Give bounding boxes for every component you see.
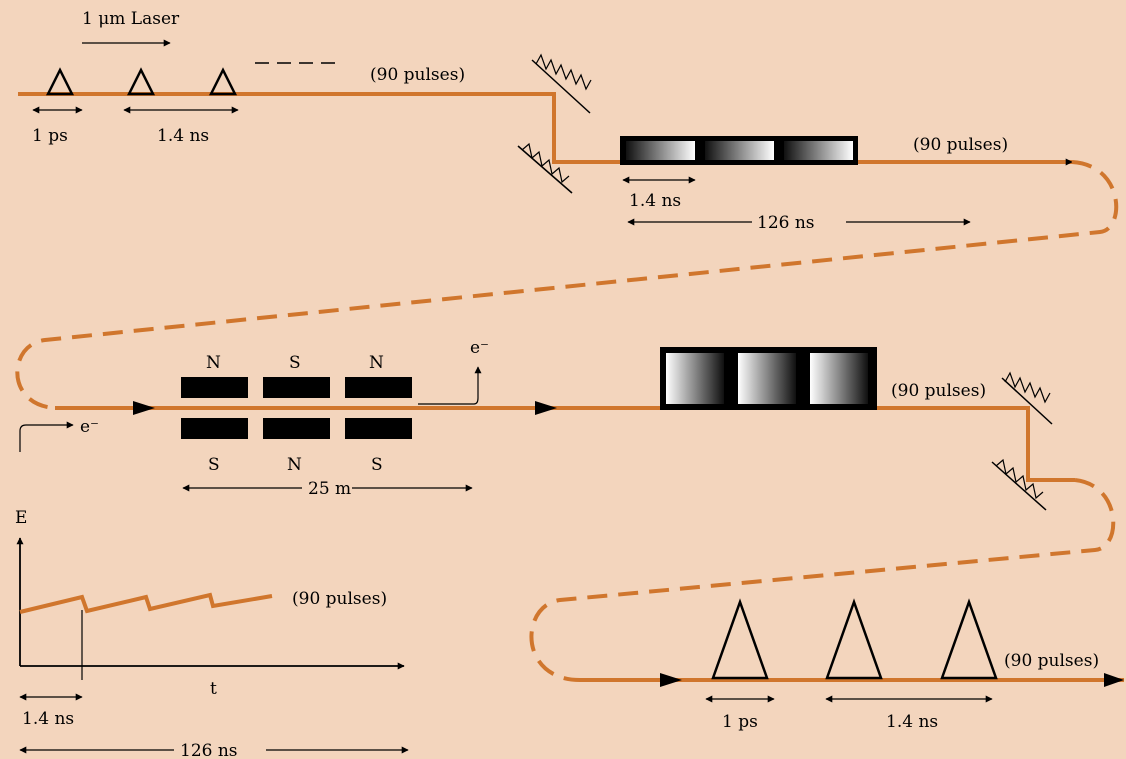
stage3-amplified-pulses: (90 pulses) [660,347,1075,482]
amplified-pulse [738,353,796,404]
amplified-pulse [666,353,724,404]
grating-teeth [521,142,570,184]
stage4-pulses-label: (90 pulses) [1004,651,1099,671]
compressed-pulse [825,598,883,680]
stage4-spacing-label: 1.4 ns [886,712,938,732]
undulator-pole-bottom: S [371,455,383,475]
undulator-magnet [181,418,248,439]
beam-direction-arrowhead [133,401,155,415]
grating-pair-1 [517,53,620,194]
amplified-pulse [810,353,868,404]
undulator-magnet [345,377,412,398]
diffraction-grating [1001,377,1053,425]
stage4-recompressed-pulses: (90 pulses) 1 ps 1.4 ns [580,598,1124,732]
beam-line-5 [877,406,1075,482]
stage4-pulse-width-label: 1 ps [722,712,758,732]
energy-sawtooth-curve [19,592,273,614]
beam-direction-arrowhead [535,401,557,415]
energy-axis-label: E [15,508,27,528]
pulse-marker [208,67,238,96]
energy-spacing-label: 1.4 ns [22,709,74,729]
undulator-pole-bottom: S [208,455,220,475]
energy-train-label: 126 ns [180,741,238,759]
grating-teeth [1004,371,1051,404]
time-axis-label: t [210,679,217,699]
grating-teeth [995,458,1044,500]
grating-pair-2 [991,371,1053,511]
electron-out-label: e⁻ [470,338,489,358]
stage1-spacing-label: 1.4 ns [157,126,209,146]
beam-line-2 [549,92,620,164]
undulator-pole-top: N [206,353,221,373]
grating-teeth [535,53,592,91]
electron-in-label: e⁻ [80,417,99,437]
dashed-beam-transport-2 [529,478,1116,682]
pulse-marker [45,67,75,96]
stage1-laser-pulses: 1 μm Laser (90 pulses) 1 ps 1.4 ns [18,9,549,146]
compressed-pulse [711,598,769,680]
stage2-pulses-label: (90 pulses) [913,135,1008,155]
undulator-section: N S N S N S e⁻ e⁻ 25 m [19,338,660,499]
beam-direction-arrowhead [1104,673,1124,687]
beam-direction-arrowhead [660,673,682,687]
stage1-pulses-label: (90 pulses) [370,65,465,85]
stage1-pulse-width-label: 1 ps [32,126,68,146]
compressed-pulse [940,598,998,680]
undulator-magnet [345,418,412,439]
undulator-magnet [263,418,330,439]
undulator-pole-top: S [289,353,301,373]
energy-time-plot: E t (90 pulses) 1.4 ns 126 ns [15,508,409,759]
stage2-stretched-pulses: (90 pulses) 1.4 ns 126 ns [620,135,1073,233]
stretched-pulse [626,141,695,160]
stretched-pulse [705,141,774,160]
diffraction-grating [517,145,573,194]
pulse-marker [126,67,156,96]
diffraction-grating [531,59,591,114]
laser-label: 1 μm Laser [82,9,180,29]
energy-pulses-label: (90 pulses) [292,589,387,609]
stretched-pulse [784,141,853,160]
electron-exit-arrow [418,366,482,405]
undulator-length-label: 25 m [308,479,351,499]
undulator-pole-bottom: N [287,455,302,475]
undulator-pole-top: N [369,353,384,373]
dashed-beam-transport-1 [15,160,1119,410]
diffraction-grating [991,461,1047,511]
stage3-pulses-label: (90 pulses) [891,381,986,401]
undulator-magnet [263,377,330,398]
stage2-spacing-label: 1.4 ns [629,191,681,211]
stage2-train-label: 126 ns [757,213,815,233]
undulator-magnet [181,377,248,398]
electron-injection-arrow [19,421,74,452]
